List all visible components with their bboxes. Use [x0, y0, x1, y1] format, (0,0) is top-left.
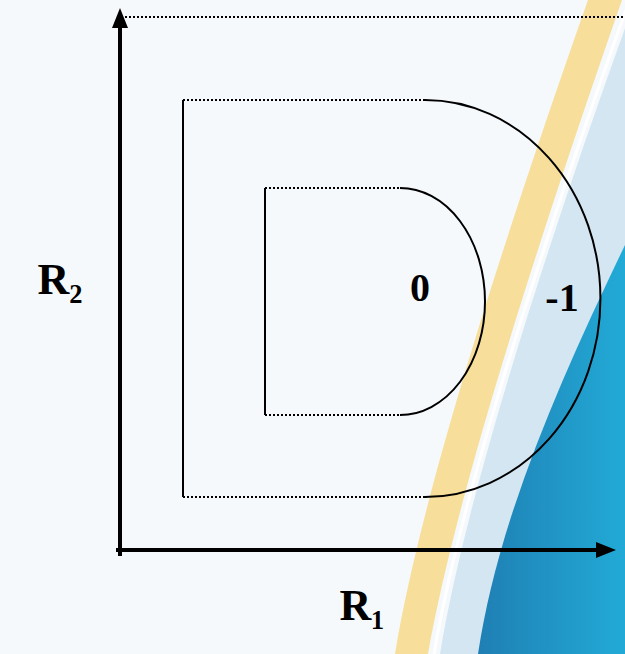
axis-label: R₂: [38, 258, 83, 302]
contour-value: 0: [410, 268, 430, 308]
contour-line: [264, 188, 266, 415]
contour-line: [183, 496, 425, 498]
r2-axis: [118, 22, 122, 556]
contour-line: [265, 187, 400, 189]
contour-line: [400, 188, 485, 415]
axis-arrowhead: [112, 8, 128, 28]
white-line: [434, 10, 625, 654]
top-dotted-line: [125, 16, 625, 18]
contour-line: [183, 99, 425, 101]
yellow-band: [395, 0, 622, 654]
contour-value: -1: [545, 278, 578, 318]
contour-line: [265, 414, 400, 416]
axis-arrowhead: [596, 542, 616, 558]
r1-axis: [116, 548, 600, 552]
axis-label: R₁: [340, 584, 385, 628]
contour-line: [425, 100, 600, 497]
contour-line: [182, 100, 184, 497]
